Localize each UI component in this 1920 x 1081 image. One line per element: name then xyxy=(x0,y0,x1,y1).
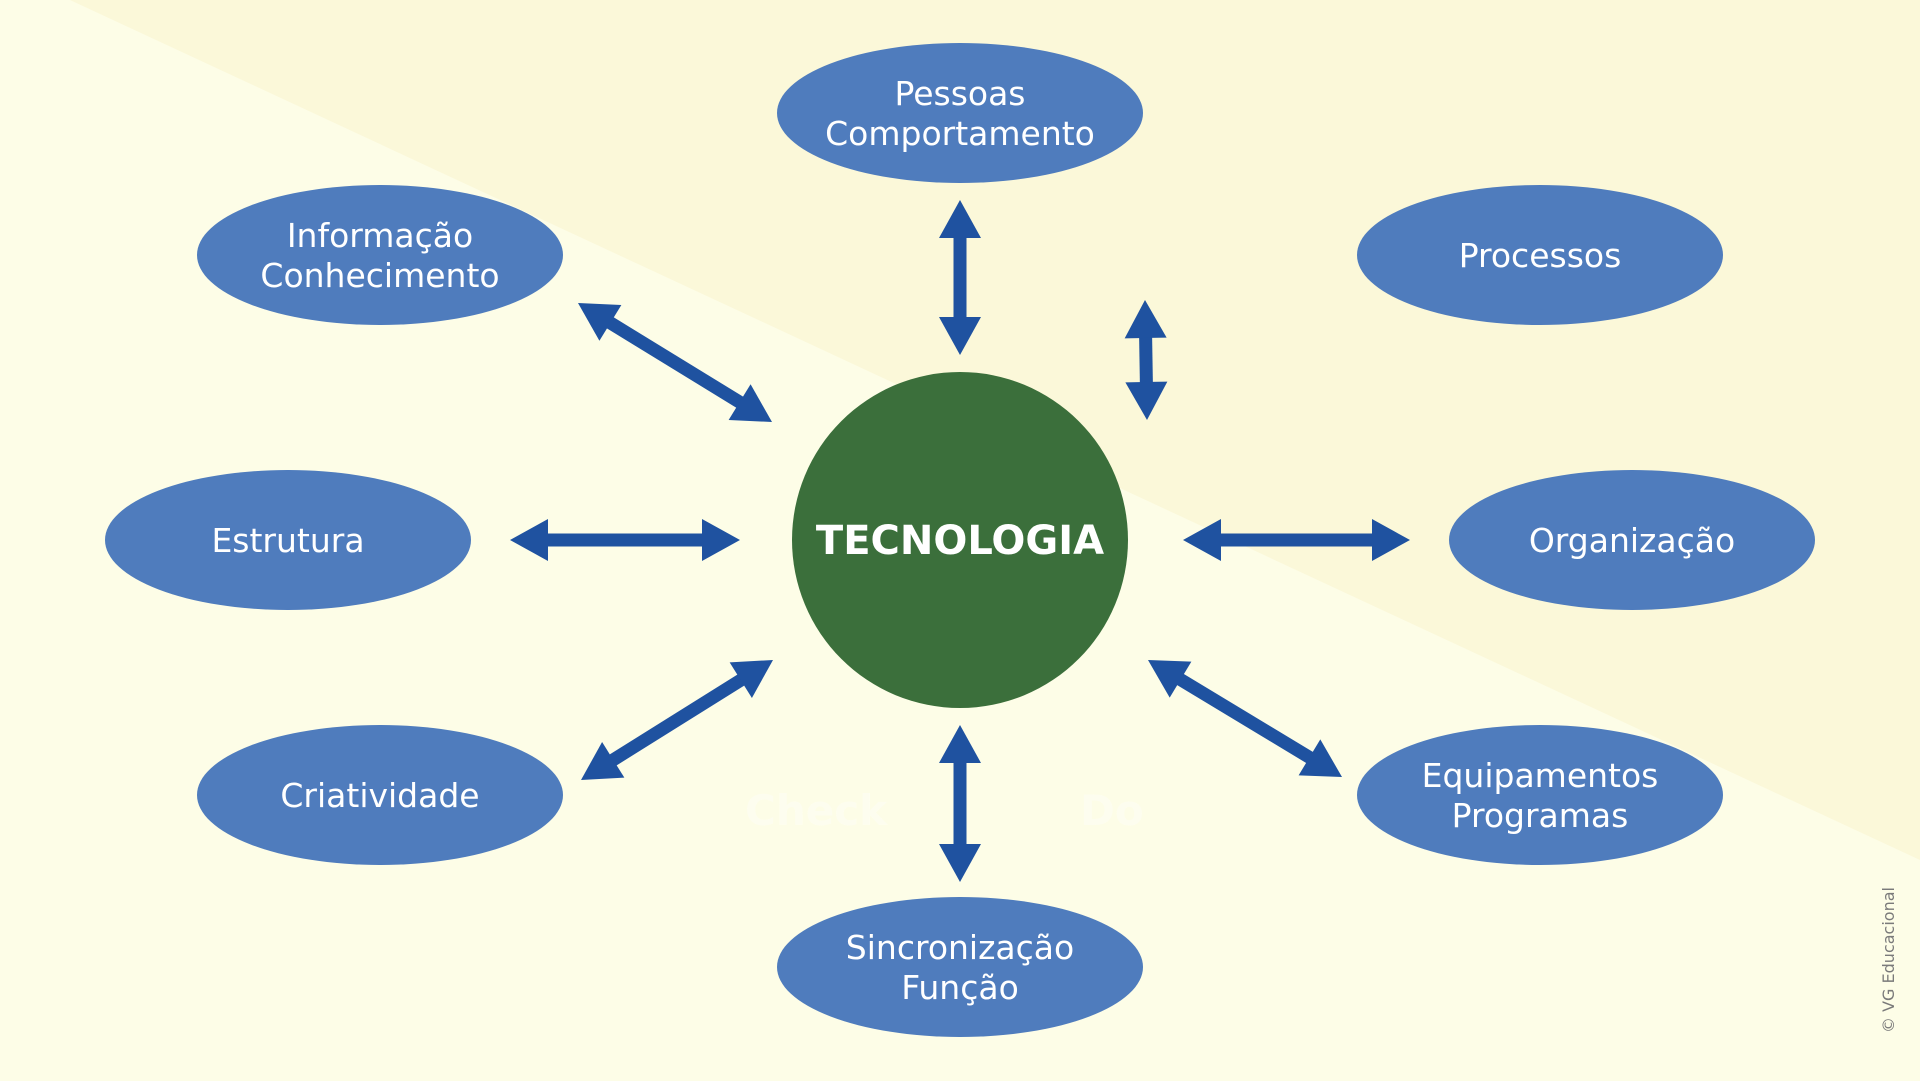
arrow-head-start-informacao xyxy=(578,303,622,341)
arrow-equipamentos xyxy=(1148,660,1342,777)
node-label-sincronizacao-1: Função xyxy=(901,968,1019,1007)
node-label-processos-0: Processos xyxy=(1459,236,1622,275)
node-label-sincronizacao-0: Sincronização xyxy=(846,928,1074,967)
arrow-head-start-organizacao xyxy=(1183,519,1221,561)
node-label-informacao-0: Informação xyxy=(287,216,473,255)
ghost-label-check: Check xyxy=(745,786,888,835)
arrow-shaft-criatividade xyxy=(602,670,752,770)
arrow-head-end-pessoas xyxy=(939,317,981,355)
node-criatividade: Criatividade xyxy=(197,725,563,865)
node-ellipse-pessoas xyxy=(777,43,1143,183)
arrow-head-end-estrutura xyxy=(702,519,740,561)
arrow-estrutura xyxy=(510,519,740,561)
arrow-shaft-equipamentos xyxy=(1170,669,1320,768)
node-label-equipamentos-0: Equipamentos xyxy=(1422,756,1659,795)
node-estrutura: Estrutura xyxy=(105,470,471,610)
arrow-head-end-informacao xyxy=(728,384,772,422)
node-ellipse-processos xyxy=(1357,185,1723,325)
arrow-head-end-organizacao xyxy=(1372,519,1410,561)
node-label-pessoas-1: Comportamento xyxy=(825,114,1095,153)
node-label-estrutura-0: Estrutura xyxy=(211,521,364,560)
arrow-head-start-criatividade xyxy=(729,660,773,698)
node-label-criatividade-0: Criatividade xyxy=(280,776,479,815)
node-ellipse-informacao xyxy=(197,185,563,325)
arrow-criatividade xyxy=(581,660,773,780)
arrow-informacao xyxy=(578,303,772,422)
node-organizacao: Organização xyxy=(1449,470,1815,610)
arrow-head-end-equipamentos xyxy=(1298,739,1342,777)
node-label-pessoas-0: Pessoas xyxy=(894,74,1025,113)
arrow-shaft-informacao xyxy=(600,313,750,412)
node-label-equipamentos-1: Programas xyxy=(1452,796,1629,835)
arrow-head-start-sincronizacao xyxy=(939,725,981,763)
node-label-organizacao-0: Organização xyxy=(1529,521,1735,560)
arrow-head-end-sincronizacao xyxy=(939,844,981,882)
node-processos: Processos xyxy=(1357,185,1723,325)
arrow-sincronizacao xyxy=(939,725,981,882)
center-label: TECNOLOGIA xyxy=(816,518,1104,564)
arrow-head-start-equipamentos xyxy=(1148,660,1192,698)
arrow-organizacao xyxy=(1183,519,1410,561)
arrow-processos xyxy=(1124,300,1168,420)
arrow-head-start-estrutura xyxy=(510,519,548,561)
arrow-head-end-processos xyxy=(1125,381,1168,420)
arrow-shaft-processos xyxy=(1139,329,1153,391)
center-node: TECNOLOGIA xyxy=(792,372,1128,708)
concept-nodes: PessoasComportamentoProcessosOrganização… xyxy=(105,43,1815,1037)
connector-arrows xyxy=(510,200,1410,882)
arrow-head-end-criatividade xyxy=(581,742,625,780)
node-ellipse-estrutura xyxy=(105,470,471,610)
node-ellipse-sincronizacao xyxy=(777,897,1143,1037)
node-ellipse-criatividade xyxy=(197,725,563,865)
node-ellipse-equipamentos xyxy=(1357,725,1723,865)
center-circle xyxy=(792,372,1128,708)
arrow-head-start-pessoas xyxy=(939,200,981,238)
arrow-pessoas xyxy=(939,200,981,355)
copyright-notice: © VG Educacional xyxy=(1879,887,1898,1033)
node-label-informacao-1: Conhecimento xyxy=(260,256,499,295)
node-ellipse-organizacao xyxy=(1449,470,1815,610)
arrow-head-start-processos xyxy=(1124,300,1167,339)
ghost-label-do: Do xyxy=(1080,786,1144,835)
